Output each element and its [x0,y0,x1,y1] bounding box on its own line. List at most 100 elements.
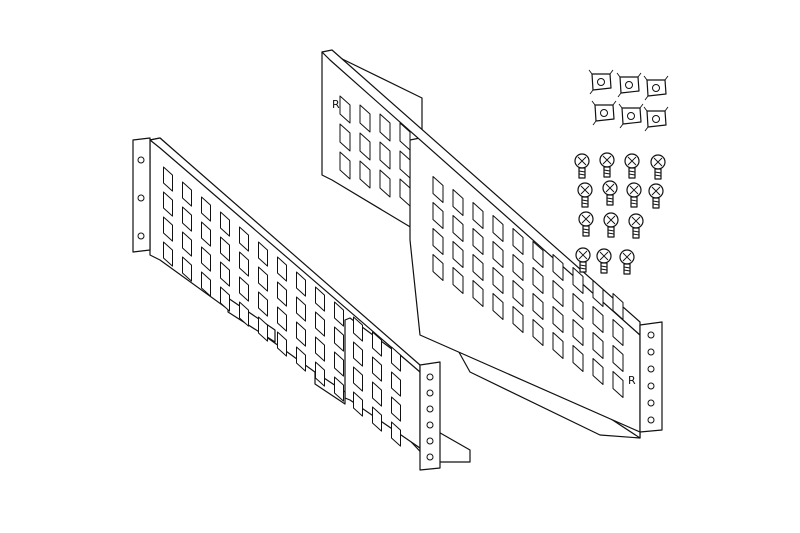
rail-slot-hole [452,241,464,268]
rail-slot-hole [532,267,544,294]
rail-slot-hole [353,366,363,392]
screw-icon [577,182,593,208]
rail-slot-hole [391,396,401,422]
rail-slot-hole [372,381,382,407]
screw-icon [599,152,615,178]
rail-slot-hole [277,281,287,307]
rail-slot-hole [472,254,484,281]
rail-slot-hole [391,421,401,447]
rail-slot-hole [353,341,363,367]
rail-slot-hole [220,286,230,312]
screw-icon [650,154,666,180]
rail-slot-hole [592,280,604,307]
rail-slot-hole [163,166,173,192]
mount-hole [426,437,434,445]
rail-slot-hole [296,271,306,297]
rail-slot-hole [339,95,351,124]
rail-slot-hole [399,122,411,151]
rail-slot-hole [452,189,464,216]
rail-slot-hole [432,254,444,281]
rail-slot-hole [572,293,584,320]
rail-slot-hole [353,316,363,342]
rail-slot-hole [552,306,564,333]
rail-slot-hole [532,319,544,346]
screw-icon [624,153,640,179]
mount-hole [647,331,655,339]
mount-hole [137,194,145,202]
rail-slot-hole [432,176,444,203]
rail-slot-hole [391,346,401,372]
rail-slot-hole [572,267,584,294]
rail-slot-hole [532,241,544,268]
rail-slot-hole [239,301,249,327]
screw-icon [603,212,619,238]
rail-slot-hole [353,391,363,417]
mount-hole [426,373,434,381]
rail-slot-hole [432,228,444,255]
cage-nut-icon [643,75,669,101]
rail-slot-hole [315,311,325,337]
rail-slot-hole [258,316,268,342]
rail-slot-hole [452,267,464,294]
rail-slot-hole [258,266,268,292]
rail-slot-hole [592,358,604,385]
right-rail-mount-ear [639,321,663,433]
left-rack-rail [132,137,471,471]
screw-icon [578,211,594,237]
rail-slot-hole [512,254,524,281]
cage-nut-icon [591,100,617,126]
rail-slot-hole [258,291,268,317]
rail-slot-hole [379,113,391,142]
mount-hole [137,156,145,164]
rail-slot-hole [163,241,173,267]
rail-slot-hole [182,181,192,207]
rail-slot-hole [339,151,351,180]
rail-slot-hole [492,293,504,320]
mount-hole [647,382,655,390]
rail-slot-hole [220,211,230,237]
screw-icon [596,248,612,274]
cage-nut-icon [618,103,644,129]
rail-slot-hole [492,215,504,242]
mount-hole [647,399,655,407]
screw-icon [575,247,591,273]
rail-slot-hole [379,141,391,170]
rail-slot-hole [315,286,325,312]
rail-slot-hole [592,332,604,359]
rail-slot-hole [239,226,249,252]
rail-slot-hole [612,345,624,372]
rail-slot-hole [296,296,306,322]
rail-slot-hole [391,371,401,397]
rail-slot-hole [220,236,230,262]
rail-slot-hole [182,231,192,257]
rail-slot-hole [239,251,249,277]
rail-slot-hole [359,132,371,161]
rail-slot-hole [201,271,211,297]
rail-slot-hole [277,331,287,357]
rail-slot-hole [372,331,382,357]
rail-slot-hole [512,228,524,255]
rail-slot-hole [201,196,211,222]
rail-slot-hole [612,293,624,320]
mount-hole [426,389,434,397]
screw-icon [619,249,635,275]
screw-icon [628,213,644,239]
rail-slot-hole [182,256,192,282]
rail-slot-hole [399,178,411,207]
screw-icon [626,182,642,208]
rail-slot-hole [296,346,306,372]
rail-slot-hole [220,261,230,287]
rail-slot-hole [492,267,504,294]
mount-hole [647,348,655,356]
rail-slot-hole [315,361,325,387]
rail-slot-hole [334,326,344,352]
rail-slot-hole [612,371,624,398]
rail-slot-hole [372,356,382,382]
rail-slot-hole [399,150,411,179]
cage-nut-group [588,69,669,132]
screw-icon [602,180,618,206]
cage-nut-icon [643,106,669,132]
mount-hole [647,365,655,373]
